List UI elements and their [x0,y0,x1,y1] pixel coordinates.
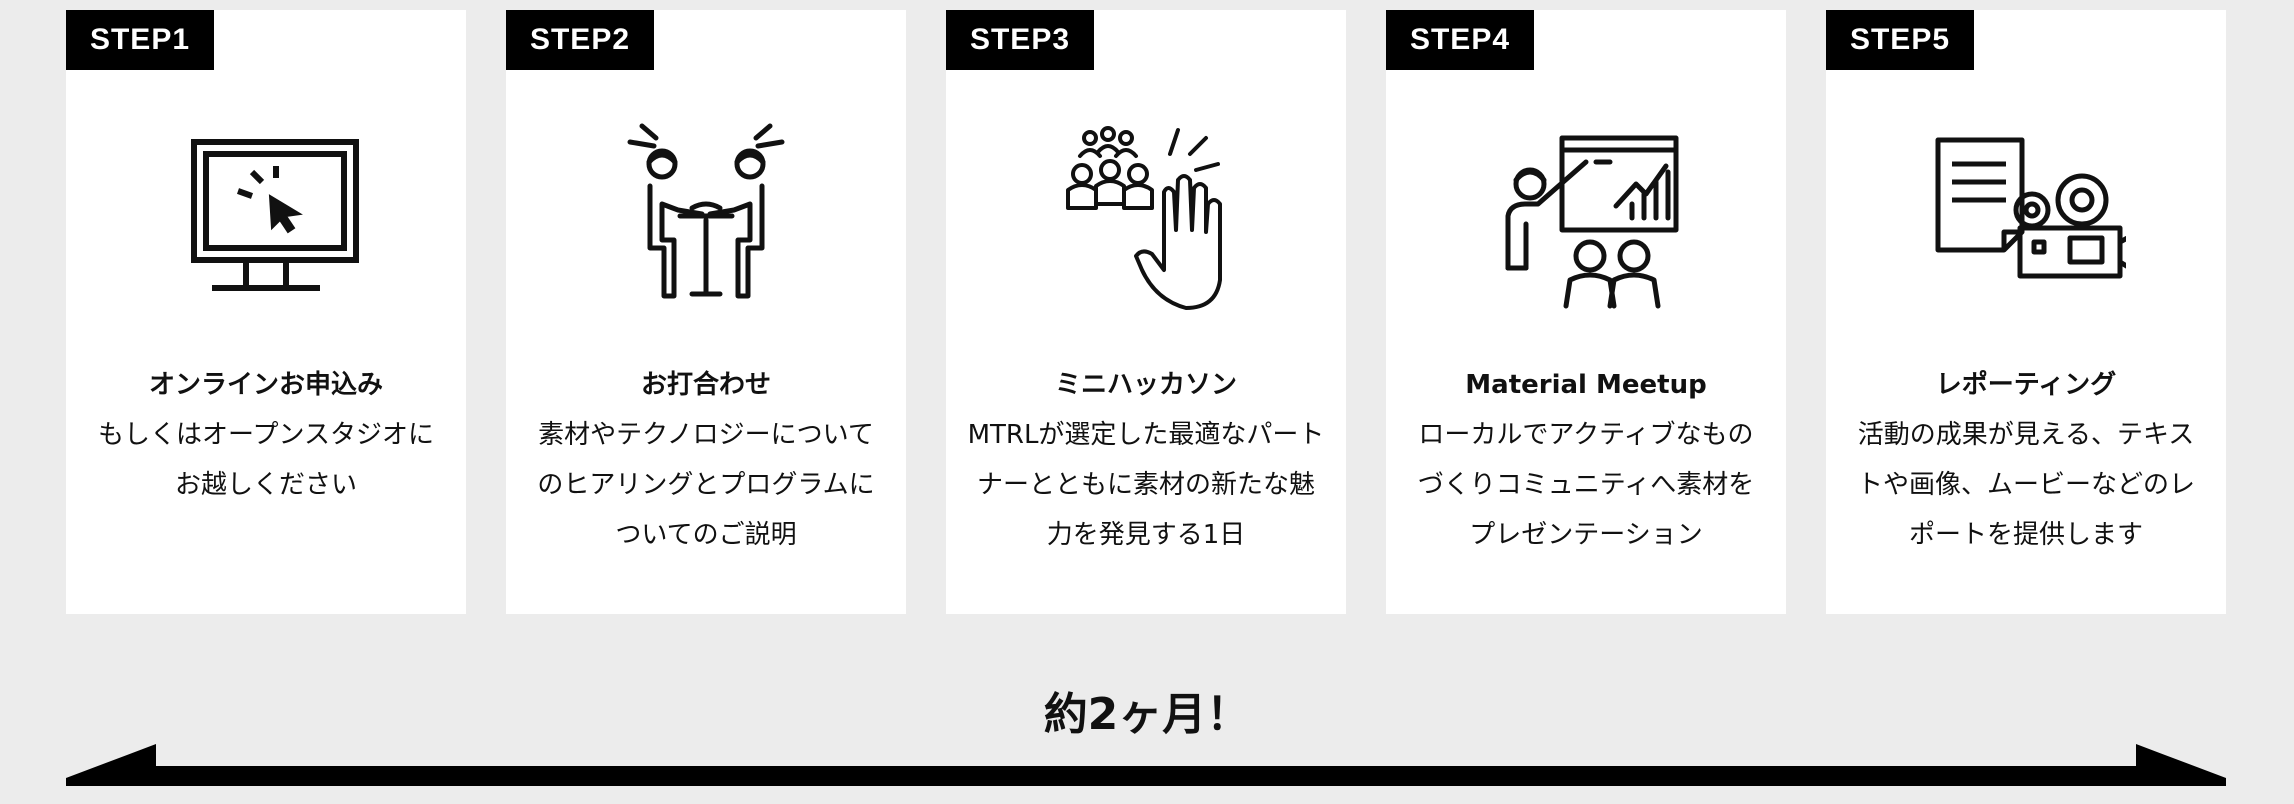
step-title: オンラインお申込み [148,370,383,400]
raised-hand-team-icon [1046,120,1246,320]
step-title: レポーティング [1935,370,2117,400]
meeting-table-icon [606,120,806,320]
step-card-5: STEP5 レポーティング 活動の成果が見える、テキストや画像、ムービーなどのレ… [1826,10,2226,614]
step-card-3: STEP3 ミニハッカソン MTRLが選定した最 [946,10,1346,614]
step-title: ミニハッカソン [1054,370,1237,400]
step-card-1: STEP1 オンラインお申込み もしくはオープンスタジオにお越しください [66,10,466,614]
duration-label: 約2ヶ月！ [1043,689,1251,740]
document-camera-icon [1926,120,2126,320]
steps-row: STEP1 オンラインお申込み もしくはオープンスタジオにお越しください STE… [66,10,2226,614]
step-card-2: STEP2 お打合わせ 素材やテクノロジーについてのヒアリングとプログラムについ… [506,10,906,614]
step-description: 素材やテクノロジーについてのヒアリングとプログラムについてのご説明 [537,420,875,550]
step-badge: STEP3 [946,10,1094,70]
step-title: Material Meetup [1465,370,1707,400]
step-description: もしくはオープンスタジオにお越しください [98,420,434,500]
monitor-cursor-icon [166,120,366,320]
step-badge: STEP4 [1386,10,1534,70]
step-badge: STEP2 [506,10,654,70]
step-card-4: STEP4 Material Meet [1386,10,1786,614]
step-badge: STEP5 [1826,10,1974,70]
step-description: ローカルでアクティブなものづくりコミュニティへ素材をプレゼンテーション [1417,420,1755,550]
step-badge: STEP1 [66,10,214,70]
step-title: お打合わせ [640,370,771,400]
presentation-board-icon [1486,120,1686,320]
step-description: 活動の成果が見える、テキストや画像、ムービーなどのレポートを提供します [1856,420,2195,550]
step-description: MTRLが選定した最適なパートナーとともに素材の新たな魅力を発見する1日 [967,420,1325,550]
double-arrow-icon [66,744,2226,786]
